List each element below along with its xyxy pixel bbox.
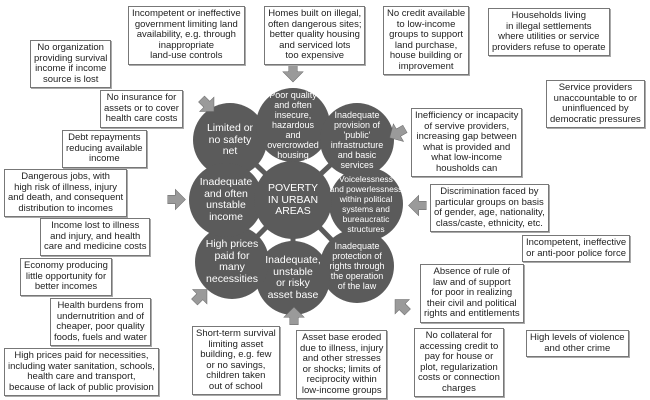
- box-police: Incompetent, ineffective or anti-poor po…: [522, 235, 631, 262]
- cause-circle-infrastructure-shape: [320, 103, 394, 177]
- cause-circle-high-prices-shape: [195, 225, 269, 299]
- box-households-illegal: Households living in illegal settlements…: [488, 8, 610, 56]
- cause-circle-income-shape: [189, 163, 263, 237]
- box-service-unaccountable: Service providers unaccountable to or un…: [546, 80, 645, 128]
- box-no-credit: No credit available to low-income groups…: [383, 6, 470, 75]
- arrow-down-icon: [282, 64, 304, 83]
- box-incompetent-government: Incompetent or ineffective government li…: [128, 6, 245, 65]
- center-circle-poverty: POVERTY IN URBAN AREAS: [267, 181, 319, 217]
- arrow-up-icon: [283, 306, 305, 325]
- box-no-organization: No organization providing survival incom…: [30, 40, 112, 88]
- arrow-left-icon: [408, 194, 427, 217]
- center-circle-shape: [254, 161, 332, 239]
- cause-circle-protection: Inadequate protection of rights through …: [329, 241, 385, 291]
- arrow-down-left-icon: [389, 123, 408, 142]
- box-health-burdens: Health burdens from undernutrition and o…: [50, 298, 151, 346]
- cause-circle-infrastructure: Inadequate provision of 'public' infrast…: [330, 110, 384, 170]
- box-dangerous-jobs: Dangerous jobs, with high risk of illnes…: [4, 169, 128, 217]
- cause-circle-asset-base-shape: [256, 241, 330, 315]
- box-no-insurance: No insurance for assets or to cover heal…: [100, 90, 183, 128]
- box-short-term-survival: Short-term survival limiting asset build…: [192, 326, 280, 395]
- arrow-down-right-icon: [198, 95, 215, 112]
- box-high-prices-necessities: High prices paid for necessities, includ…: [4, 348, 159, 396]
- box-discrimination: Discrimination faced by particular group…: [430, 184, 549, 232]
- box-asset-eroded: Asset base eroded due to illness, injury…: [296, 330, 388, 399]
- arrow-up-left-icon: [394, 299, 411, 316]
- arrow-up-right-icon: [191, 289, 208, 306]
- box-inefficiency: Inefficiency or incapacity of servive pr…: [411, 108, 523, 177]
- box-debt: Debt repayments reducing available incom…: [62, 130, 147, 168]
- arrow-right-icon: [167, 188, 186, 211]
- cause-circle-housing: Poor quality and often insecure, hazardo…: [267, 90, 319, 160]
- box-homes-illegal: Homes built on illegal, often dangerous …: [264, 6, 366, 65]
- box-income-lost: Income lost to illness and injury, and h…: [40, 218, 151, 256]
- cause-circle-safety-net: Limited or no safety net: [206, 121, 254, 157]
- cause-circle-protection-shape: [320, 229, 394, 303]
- box-violence: High levels of violence and other crime: [526, 330, 629, 357]
- cause-circle-housing-shape: [256, 88, 330, 162]
- cause-circle-income: Inadequate and often unstable income: [199, 176, 253, 223]
- cause-circle-high-prices: High prices paid for many necessities: [205, 238, 259, 285]
- cause-circle-voicelessness: Voicelessness and powerlessness within p…: [329, 174, 403, 234]
- box-absence-rule-of-law: Absence of rule of law and of support fo…: [420, 264, 524, 323]
- box-no-collateral: No collateral for accessing credit to pa…: [414, 328, 504, 397]
- box-economy: Economy producing little opportunity for…: [20, 258, 112, 296]
- cause-circle-asset-base: Inadequate, unstable or risky asset base: [265, 254, 321, 301]
- cause-circle-voicelessness-shape: [329, 167, 403, 241]
